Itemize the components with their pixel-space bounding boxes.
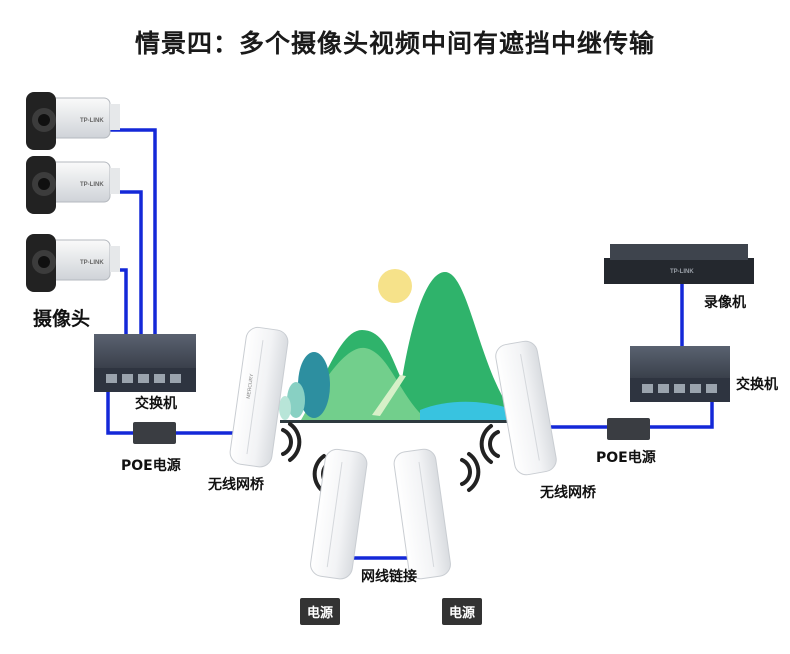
tree-icon [287,382,305,418]
wifi-signal-icon [281,422,302,462]
svg-text:TP-LINK: TP-LINK [80,118,104,124]
nvr-icon: TP-LINK [604,244,754,284]
tree-icon [298,352,330,418]
svg-text:TP-LINK: TP-LINK [670,269,694,275]
tree-icon [279,396,291,420]
switch-left-label: 交换机 [135,396,177,412]
switch-right-label: 交换机 [736,377,778,393]
wireless-bridge-icon [310,448,368,580]
svg-text:MERCURY: MERCURY [246,373,256,399]
poe-adapter-icon [133,422,176,444]
svg-text:TP-LINK: TP-LINK [80,182,104,188]
page-title: 情景四：多个摄像头视频中间有遮挡中继传输 [134,29,655,58]
wireless-bridge-icon: MERCURY [229,326,289,468]
poe-left-label: POE电源 [121,458,181,474]
power-left-badge: 电源 [300,598,341,625]
nvr-label: 录像机 [704,295,746,311]
camera-icon: TP-LINK [26,234,120,292]
wireless-bridge-icon [495,340,557,476]
camera-icon: TP-LINK [26,156,120,214]
ground-line [280,420,520,423]
camera-icon: TP-LINK [26,92,120,150]
wifi-signal-icon [479,424,500,464]
poe-adapter-icon [607,418,650,440]
link-label: 网线链接 [361,569,417,585]
power-right-badge: 电源 [442,598,483,625]
path-stripes [372,375,406,416]
mountain-light [300,347,430,422]
bridge-right-label: 无线网桥 [540,485,596,501]
svg-text:TP-LINK: TP-LINK [80,260,104,266]
cameras-label: 摄像头 [33,308,91,330]
wifi-signal-icon [460,452,481,492]
wireless-bridge-icon [393,448,451,580]
sun-icon [378,269,412,303]
switch-icon [94,334,196,392]
bridge-left-label: 无线网桥 [208,477,264,493]
switch-icon [630,346,730,402]
scenery [279,269,520,423]
poe-right-label: POE电源 [596,450,656,466]
water [420,401,515,422]
